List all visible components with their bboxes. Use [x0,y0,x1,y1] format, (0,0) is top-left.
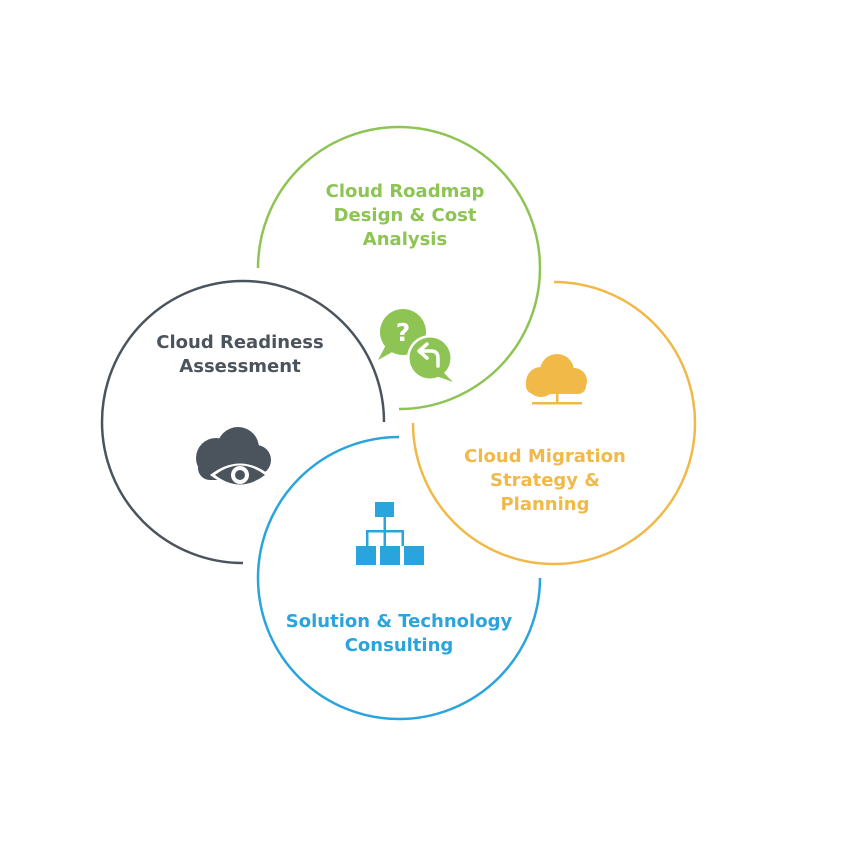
migration-ring [411,280,697,566]
solution-label-line: Solution & Technology [285,611,513,632]
migration-label-line: Planning [500,494,590,515]
cloud-network-icon [526,354,587,405]
roadmap-label-line: Design & Cost [333,205,477,226]
migration-label-line: Strategy & [490,470,600,491]
readiness-ring [100,279,386,565]
readiness-label-line: Cloud Readiness [156,332,324,353]
readiness-label: Cloud Readiness Assessment [130,331,350,379]
solution-ring [256,435,542,721]
cloud-eye-icon [196,427,271,487]
question-answer-chat-bubbles-icon: ? [378,309,453,382]
roadmap-label: Cloud Roadmap Design & Cost Analysis [300,180,510,252]
migration-label: Cloud Migration Strategy & Planning [440,445,650,517]
solution-label-line: Consulting [344,635,454,656]
readiness-label-line: Assessment [179,356,301,377]
roadmap-ring [256,125,542,411]
solution-label: Solution & Technology Consulting [264,610,534,658]
roadmap-label-line: Cloud Roadmap [325,181,485,202]
svg-text:?: ? [396,318,411,347]
roadmap-label-line: Analysis [362,229,448,250]
migration-label-line: Cloud Migration [464,446,626,467]
hierarchy-chart-icon [356,502,424,565]
